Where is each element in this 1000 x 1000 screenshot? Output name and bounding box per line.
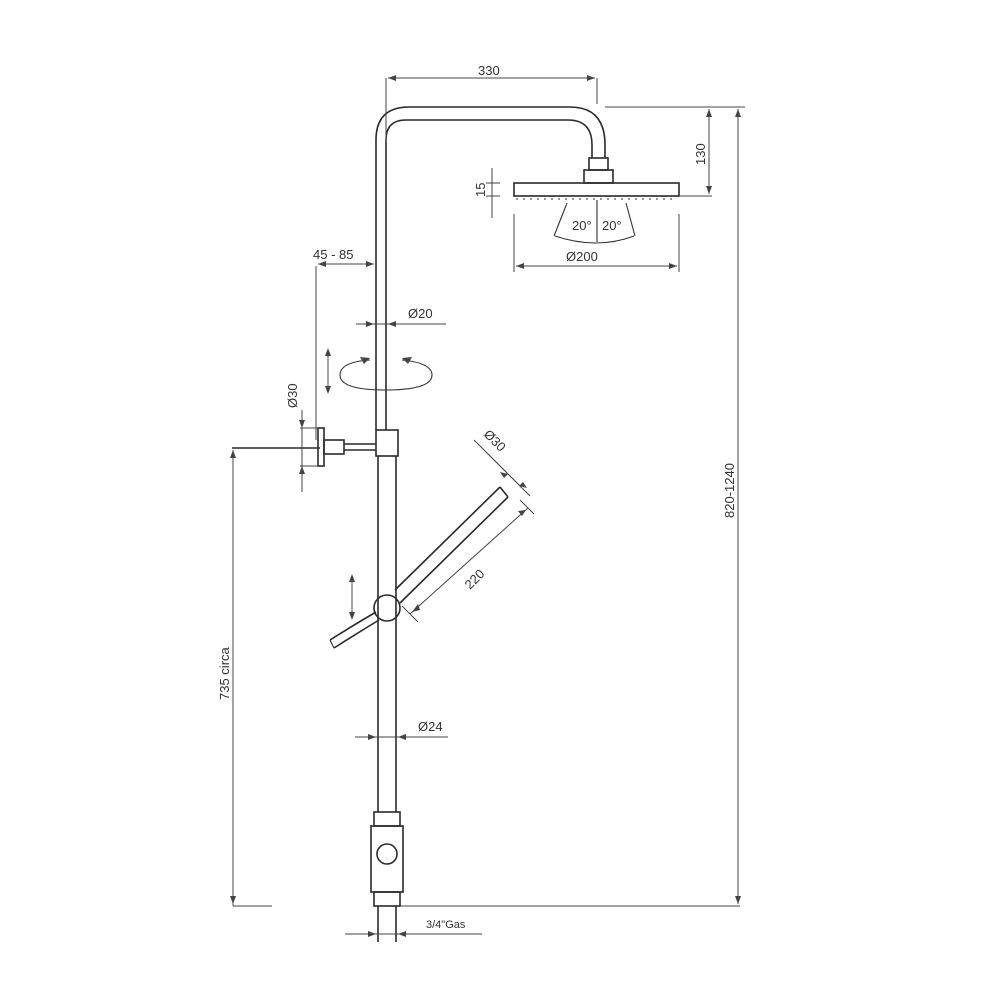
inlet-height-dimension: 735 circa <box>217 450 272 907</box>
head-thickness-label: 15 <box>473 183 488 197</box>
wall-offset-dimension: 45 - 85 <box>313 247 374 440</box>
handshower-diameter-label: Ø30 <box>481 427 509 455</box>
inlet-thread-label: 3/4"Gas <box>426 919 466 931</box>
total-height-label: 820-1240 <box>722 463 737 518</box>
vertical-adjust-arrow-icon <box>325 348 331 394</box>
spray-angle-indicator: 20° 20° <box>553 200 636 244</box>
head-diameter-label: Ø200 <box>566 249 598 264</box>
shower-arm <box>375 106 606 158</box>
wall-offset-label: 45 - 85 <box>313 247 353 262</box>
hand-shower <box>394 486 509 604</box>
spray-angle-left-label: 20° <box>572 218 592 233</box>
arm-reach-label: 330 <box>478 63 500 78</box>
arm-reach-dimension: 330 <box>385 63 598 142</box>
upper-pipe-diameter-dimension: Ø20 <box>356 306 446 327</box>
spray-angle-right-label: 20° <box>602 218 622 233</box>
bracket-diameter-dimension: Ø30 <box>285 383 318 492</box>
lower-riser-pipe <box>377 456 397 812</box>
handshower-length-label: 220 <box>462 566 488 592</box>
bracket-diameter-label: Ø30 <box>285 383 300 408</box>
upper-pipe-diameter-label: Ø20 <box>408 306 433 321</box>
slider-knob <box>373 594 401 622</box>
total-height-dimension: 820-1240 <box>722 109 741 904</box>
lower-pipe-diameter-dimension: Ø24 <box>355 719 448 740</box>
lower-pipe-diameter-label: Ø24 <box>418 719 443 734</box>
head-diameter-dimension: Ø200 <box>513 214 680 272</box>
rotation-arrow-icon <box>339 357 433 391</box>
lower-vertical-adjust-arrow-icon <box>349 574 355 620</box>
head-drop-label: 130 <box>693 143 708 165</box>
head-drop-dimension: 130 <box>605 106 745 197</box>
handshower-diameter-dimension: Ø30 <box>473 427 531 497</box>
hose <box>329 611 380 649</box>
diverter-body <box>370 811 740 942</box>
head-thickness-dimension: 15 <box>473 168 500 218</box>
head-connector <box>583 157 614 184</box>
wall-bracket <box>232 427 399 467</box>
inlet-height-label: 735 circa <box>217 646 232 700</box>
upper-riser-pipe <box>375 140 387 430</box>
shower-head <box>513 182 680 200</box>
inlet-thread-dimension: 3/4"Gas <box>345 919 482 937</box>
